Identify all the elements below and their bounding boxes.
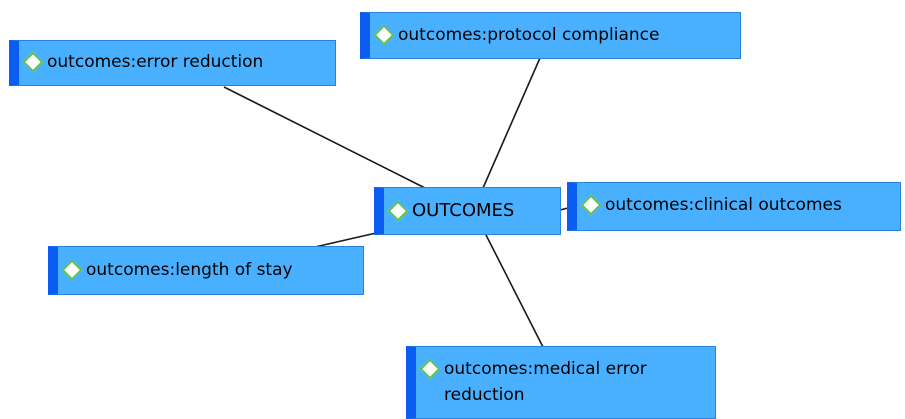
diamond-icon [580,194,602,216]
edge-center-protocol-compliance [482,57,541,189]
node-label: outcomes:length of stay [86,260,293,280]
edge-center-error-reduction [223,86,426,189]
diamond-icon [373,24,395,46]
node-label: outcomes:medical error reduction [444,359,647,405]
edge-center-length-of-stay [314,232,377,248]
diamond-icon [22,51,44,73]
diamond-icon [61,259,83,281]
edge-center-clinical-outcomes [559,207,569,211]
diamond-icon [387,200,409,222]
node-length-of-stay[interactable]: outcomes:length of stay [48,246,364,295]
node-label: outcomes:error reduction [47,52,264,72]
node-label: outcomes:protocol compliance [398,25,660,45]
node-center[interactable]: OUTCOMES [374,187,561,235]
node-label: outcomes:clinical outcomes [605,195,842,215]
node-clinical-outcomes[interactable]: outcomes:clinical outcomes [567,182,901,231]
diamond-icon [419,358,441,380]
node-error-reduction[interactable]: outcomes:error reduction [9,40,336,86]
center-label: OUTCOMES [412,200,515,221]
node-protocol-compliance[interactable]: outcomes:protocol compliance [360,12,741,59]
node-medical-error-reduction[interactable]: outcomes:medical error reduction [406,346,716,419]
edge-center-medical-error-reduction [484,232,544,348]
